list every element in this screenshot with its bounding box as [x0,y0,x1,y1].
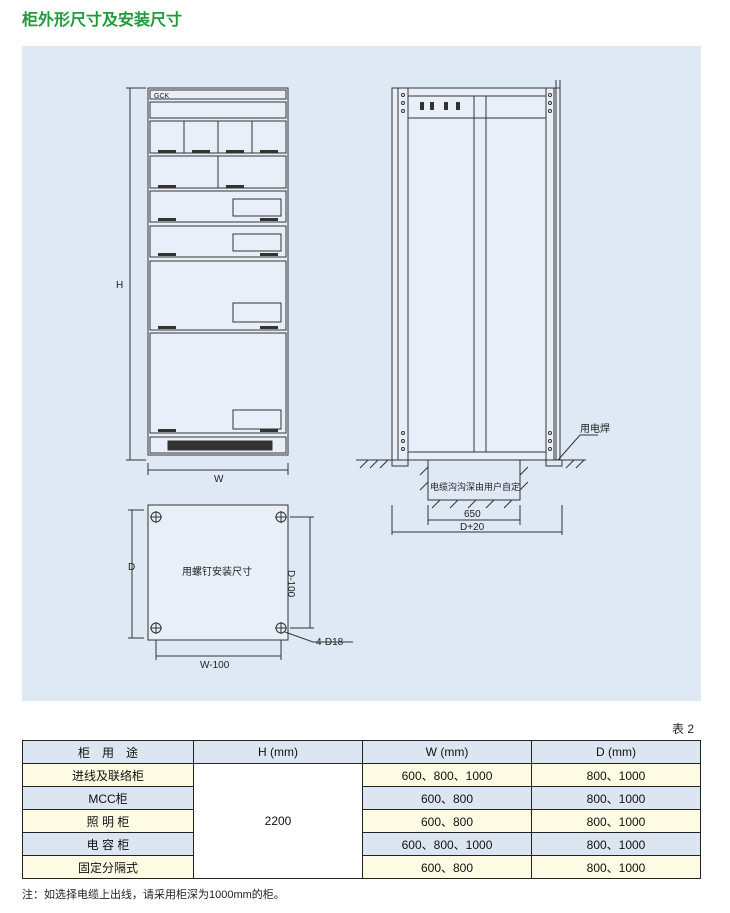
svg-text:H: H [116,280,123,291]
side-view: 电缆沟沟深由用户自定 650 D+20 用电焊 [356,80,610,535]
footnote: 注：如选择电缆上出线，请采用柜深为1000mm的柜。 [22,889,285,901]
svg-text:650: 650 [464,509,481,520]
header-d: D (mm) [531,740,701,764]
svg-text:用电焊: 用电焊 [580,422,610,435]
svg-text:电缆沟沟深由用户自定: 电缆沟沟深由用户自定 [430,481,520,492]
header-use: 柜 用 途 [22,740,194,764]
svg-text:W-100: W-100 [200,660,230,671]
header-w: W (mm) [362,740,532,764]
svg-text:D-100: D-100 [285,570,296,598]
svg-text:D+20: D+20 [460,522,485,533]
svg-text:4-D18: 4-D18 [316,637,344,648]
svg-text:W: W [214,474,224,485]
front-view: GCK H W [116,87,289,485]
page-title: 柜外形尺寸及安装尺寸 [22,12,183,29]
header-h: H (mm) [193,740,363,764]
dimension-diagram: GCK H W 电缆沟沟深由用户自定 650 D+20 用电焊 用螺钉安装尺寸 … [22,46,701,701]
plan-view: 用螺钉安装尺寸 D D-100 W-100 4-D18 [128,504,353,671]
table-label: 表 2 [672,722,695,736]
svg-text:GCK: GCK [154,93,170,100]
height-value: 2200 [193,763,363,879]
svg-text:用螺钉安装尺寸: 用螺钉安装尺寸 [182,565,252,578]
svg-text:D: D [128,562,135,573]
